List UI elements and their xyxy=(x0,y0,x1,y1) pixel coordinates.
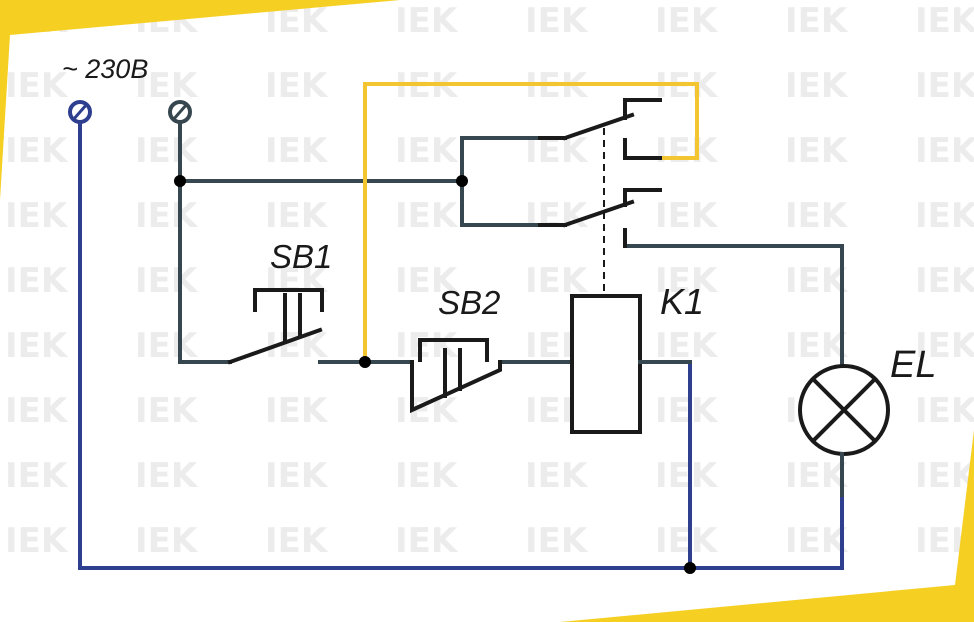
watermark-text: IEK xyxy=(265,521,329,561)
watermark-text: IEK xyxy=(655,456,719,496)
watermark-text: IEK xyxy=(5,131,69,171)
watermark-text: IEK xyxy=(785,261,849,301)
sb1-pushbutton-icon xyxy=(227,288,324,365)
phase-wire-sb1 xyxy=(178,118,232,364)
watermark-text: IEK xyxy=(135,326,199,366)
sb2-label: SB2 xyxy=(438,284,500,321)
watermark-text: IEK xyxy=(5,326,69,366)
watermark-text: IEK xyxy=(915,196,974,236)
watermark-text: IEK xyxy=(265,261,329,301)
watermark-text: IEK xyxy=(655,131,719,171)
watermark-text: IEK xyxy=(395,261,459,301)
supply-voltage-label: ~ 230В xyxy=(62,54,148,84)
watermark-text: IEK xyxy=(785,66,849,106)
watermark-text: IEK xyxy=(395,1,459,41)
watermark-text: IEK xyxy=(135,261,199,301)
watermark-text: IEK xyxy=(395,196,459,236)
watermark-text: IEK xyxy=(525,1,589,41)
watermark-text: IEK xyxy=(135,196,199,236)
watermark-text: IEK xyxy=(5,196,69,236)
watermark-text: IEK xyxy=(395,131,459,171)
terminal-l-icon xyxy=(68,100,92,124)
watermark-text: IEK xyxy=(265,131,329,171)
watermark-text: IEK xyxy=(395,391,459,431)
sb1-label: SB1 xyxy=(270,238,332,275)
phase-to-contacts-wire xyxy=(460,136,542,227)
watermark-text: IEK xyxy=(785,326,849,366)
corner-accent-bottom-right xyxy=(560,430,974,622)
watermark-text: IEK xyxy=(135,66,199,106)
watermark-text: IEK xyxy=(915,1,974,41)
watermark-text: IEK xyxy=(655,1,719,41)
watermark-text: IEK xyxy=(135,391,199,431)
watermark-text: IEK xyxy=(5,261,69,301)
watermark-layer: IEK IEK IEK IEK IEK IEK IEK IEK IEK IEK IEK IEK IEK I… xyxy=(5,1,974,561)
watermark-text: IEK xyxy=(395,456,459,496)
lamp-el-icon xyxy=(798,360,890,497)
k1-label: K1 xyxy=(660,281,704,322)
terminal-n-icon xyxy=(168,100,192,124)
watermark-text: IEK xyxy=(915,66,974,106)
watermark-text: IEK xyxy=(915,391,974,431)
watermark-text: IEK xyxy=(655,196,719,236)
k1-load-contact-icon xyxy=(538,188,662,248)
watermark-text: IEK xyxy=(265,391,329,431)
watermark-text: IEK xyxy=(785,131,849,171)
watermark-text: IEK xyxy=(915,456,974,496)
watermark-text: IEK xyxy=(785,1,849,41)
neutral-wire xyxy=(78,118,844,570)
watermark-text: IEK xyxy=(655,521,719,561)
el-label: EL xyxy=(890,344,936,386)
junction-dot-contacts xyxy=(456,175,468,187)
watermark-text: IEK xyxy=(5,521,69,561)
watermark-text: IEK xyxy=(135,521,199,561)
watermark-text: IEK xyxy=(395,521,459,561)
junction-dot-neutral xyxy=(684,562,696,574)
watermark-text: IEK xyxy=(395,326,459,366)
watermark-text: IEK xyxy=(135,131,199,171)
junction-dot-buttons xyxy=(359,356,371,368)
watermark-text: IEK xyxy=(5,391,69,431)
watermark-text: IEK xyxy=(655,261,719,301)
watermark-text: IEK xyxy=(525,521,589,561)
watermark-text: IEK xyxy=(915,261,974,301)
watermark-text: IEK xyxy=(265,66,329,106)
watermark-text: IEK xyxy=(915,131,974,171)
watermark-text: IEK xyxy=(525,196,589,236)
watermark-text: IEK xyxy=(525,456,589,496)
sb2-pushbutton-icon xyxy=(410,338,502,414)
watermark-text: IEK xyxy=(135,456,199,496)
k1-coil-icon xyxy=(570,294,642,434)
corner-accent-top-left xyxy=(0,0,400,200)
watermark-text: IEK xyxy=(785,521,849,561)
k1-holding-contact-icon xyxy=(538,98,662,160)
junction-dot-phase xyxy=(174,175,186,187)
watermark-text: IEK xyxy=(915,326,974,366)
watermark-text: IEK xyxy=(785,456,849,496)
watermark-text: IEK xyxy=(5,456,69,496)
watermark-text: IEK xyxy=(655,391,719,431)
watermark-text: IEK xyxy=(265,456,329,496)
watermark-text: IEK xyxy=(785,196,849,236)
watermark-text: IEK xyxy=(5,66,69,106)
watermark-text: IEK xyxy=(265,196,329,236)
watermark-text: IEK xyxy=(655,326,719,366)
